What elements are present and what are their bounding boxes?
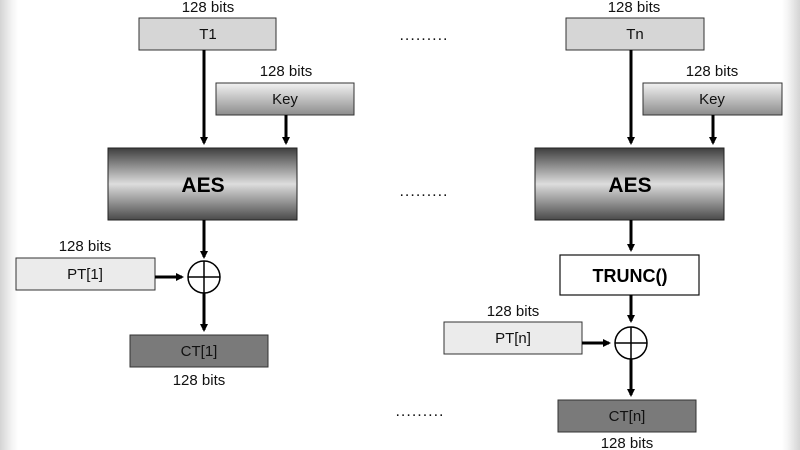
left-t-label: T1 [199,26,217,43]
left-edge-shade [0,0,18,450]
left-aes-label: AES [181,174,224,197]
right-ct-bits-label: 128 bits [601,435,654,450]
left-ct-bits-label: 128 bits [173,372,226,389]
right-ct-label: CT[n] [609,408,646,425]
right-block: 128 bits Tn 128 bits Key AES TRUNC() 128… [443,0,783,450]
right-ct-box [557,399,697,433]
right-t-bits-label: 128 bits [608,0,661,16]
left-ct-label: CT[1] [181,343,218,360]
right-key-label: Key [699,91,725,108]
right-aes-label: AES [608,174,651,197]
left-xor-icon [187,260,221,294]
left-key-box [215,82,355,116]
right-aes-box [534,147,725,221]
right-edge-shade [782,0,800,450]
left-aes-box [107,147,298,221]
left-key-bits-label: 128 bits [260,63,313,80]
left-pt-bits-label: 128 bits [59,238,112,255]
right-key-bits-label: 128 bits [686,63,739,80]
ellipsis-top: ......... [399,27,448,44]
right-t-box [565,17,705,51]
left-pt-label: PT[1] [67,266,103,283]
left-block: 128 bits T1 128 bits Key AES 128 bits PT… [15,0,355,389]
right-trunc-label: TRUNC() [593,266,668,286]
ellipsis-bottom: ......... [395,403,444,420]
right-key-box [642,82,783,116]
left-t-bits-label: 128 bits [182,0,235,16]
left-t-box [138,17,277,51]
right-pt-label: PT[n] [495,330,531,347]
left-key-label: Key [272,91,298,108]
ellipsis-middle: ......... [399,183,448,200]
right-pt-box [443,321,583,355]
right-xor-icon [614,326,648,360]
left-ct-box [129,334,269,368]
right-pt-bits-label: 128 bits [487,303,540,320]
right-t-label: Tn [626,26,644,43]
left-pt-box [15,257,156,291]
right-trunc-box [559,254,700,296]
